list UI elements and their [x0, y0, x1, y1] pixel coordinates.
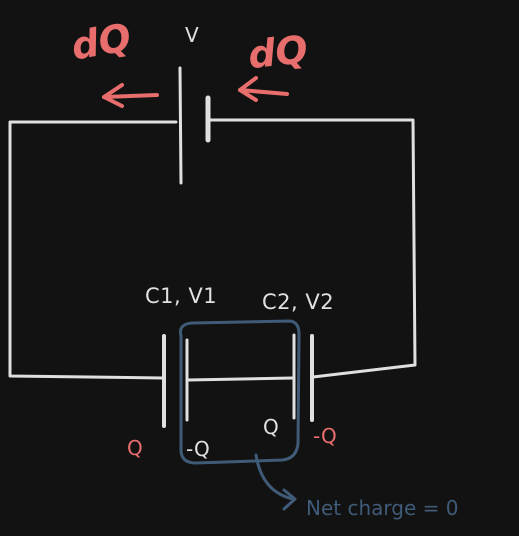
flow-label-right: dQ: [246, 27, 310, 77]
wire-between-capacitors: [186, 376, 295, 382]
current-arrow-left: [102, 83, 159, 108]
net-charge-annotation: Net charge = 0: [306, 496, 458, 520]
capacitor-c2-label: C2, V2: [262, 290, 334, 314]
wire-right-top: [208, 118, 417, 379]
current-arrow-right: [238, 76, 289, 102]
wire-left-top: [8, 120, 178, 380]
battery-symbol: [178, 66, 211, 185]
capacitor-c1-label: C1, V1: [145, 284, 217, 308]
c1-left-charge: Q: [127, 436, 143, 460]
battery-long-plate: [178, 66, 183, 185]
annotation-arrow: [254, 453, 297, 511]
capacitor-c2: [292, 333, 314, 422]
flow-label-left: dQ: [68, 15, 134, 69]
capacitor-c1: [162, 334, 189, 428]
isolated-region-outline: [179, 319, 301, 465]
c2-left-charge: Q: [263, 415, 279, 439]
battery-label: V: [185, 23, 199, 47]
c1-right-charge: -Q: [186, 437, 210, 461]
c2-right-charge: -Q: [313, 424, 337, 448]
wires: [8, 118, 417, 382]
